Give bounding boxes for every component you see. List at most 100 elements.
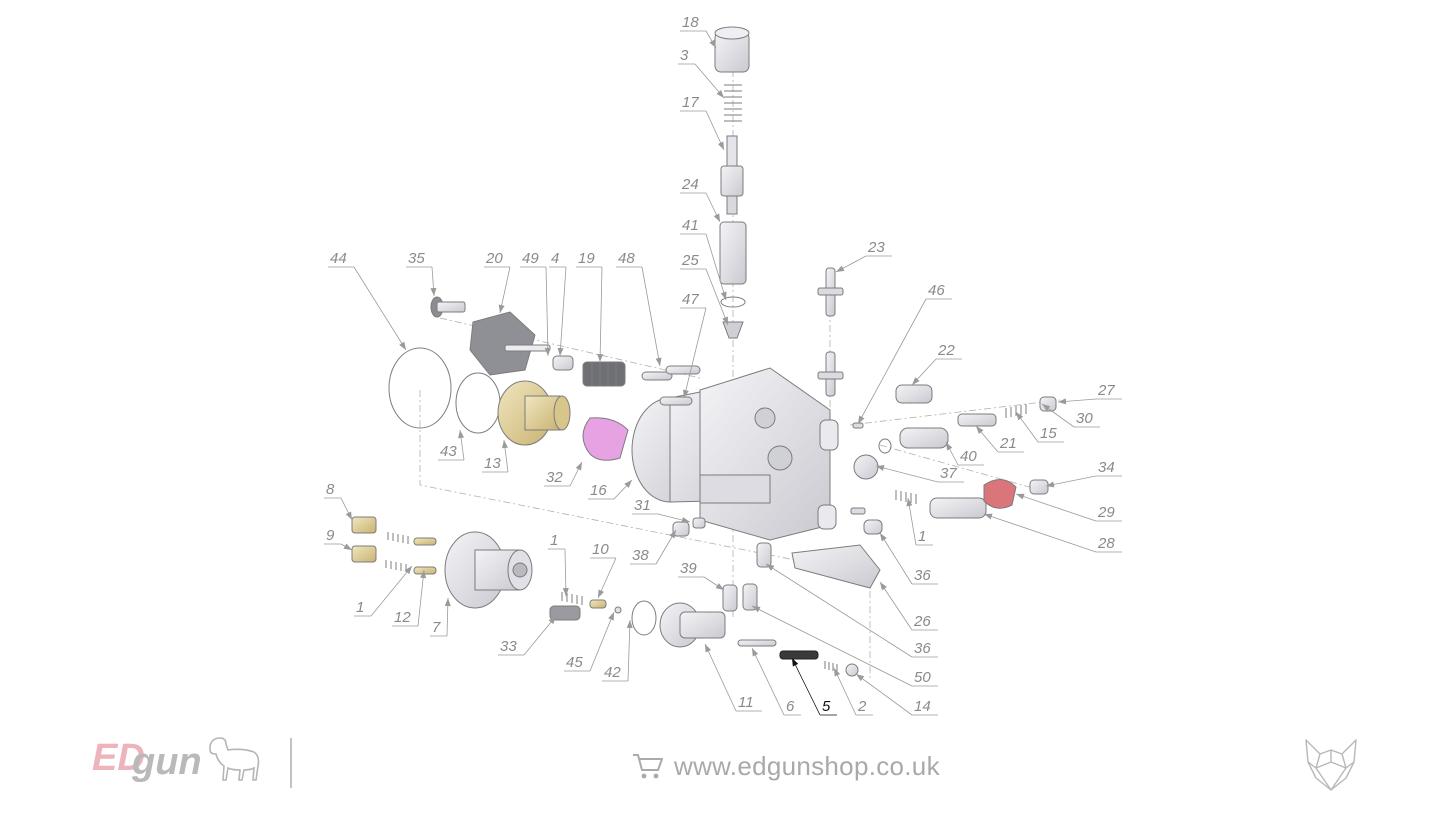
callout-label-c19: 19 bbox=[578, 250, 595, 267]
callout-label-c21: 21 bbox=[999, 435, 1017, 452]
callout-label-c8: 8 bbox=[326, 481, 335, 498]
part-42-oring bbox=[631, 600, 657, 636]
leader-arrow-c26 bbox=[880, 582, 887, 591]
callout-label-c41: 41 bbox=[682, 217, 699, 234]
part-23-valve bbox=[817, 267, 844, 397]
leader-arrow-c43 bbox=[458, 430, 465, 439]
callout-label-c38: 38 bbox=[632, 547, 649, 564]
callout-label-c10: 10 bbox=[592, 541, 609, 558]
callout-label-c9: 9 bbox=[326, 527, 335, 544]
part-33-gear bbox=[549, 605, 581, 621]
callout-label-c4: 4 bbox=[551, 250, 559, 267]
part-7-housing bbox=[444, 531, 533, 609]
callout-label-c6: 6 bbox=[786, 698, 795, 715]
part-14-nut bbox=[845, 663, 859, 677]
part-47-pin bbox=[659, 396, 693, 406]
leader-arrow-c5 bbox=[792, 658, 799, 667]
parts bbox=[351, 26, 1057, 677]
leader-line-c5 bbox=[791, 657, 837, 716]
callout-label-c35: 35 bbox=[408, 250, 425, 267]
part-36-bushing bbox=[756, 542, 772, 568]
part-17-piston bbox=[720, 135, 744, 215]
leader-arrow-c2 bbox=[834, 668, 841, 677]
leader-arrow-c25 bbox=[722, 316, 728, 325]
leader-arrow-c6 bbox=[752, 648, 759, 657]
leader-arrow-c1r bbox=[906, 498, 913, 507]
leader-arrow-c28 bbox=[984, 513, 993, 520]
leader-arrow-c4 bbox=[557, 347, 564, 356]
callout-label-c23: 23 bbox=[867, 239, 885, 256]
callout-label-c7: 7 bbox=[432, 619, 441, 636]
part-30-nut bbox=[1039, 396, 1057, 412]
part-46-pin bbox=[852, 422, 864, 429]
part-3-spring bbox=[724, 84, 742, 122]
leader-arrow-c47 bbox=[682, 389, 689, 398]
callout-label-c20: 20 bbox=[485, 250, 503, 267]
leader-line-c37 bbox=[875, 465, 964, 483]
callout-label-c44: 44 bbox=[330, 250, 347, 267]
leader-arrow-c21 bbox=[976, 426, 984, 435]
wolf-head-icon bbox=[1305, 739, 1357, 791]
part-39-bushing bbox=[722, 584, 738, 612]
part-13-brass-housing bbox=[497, 380, 571, 446]
leader-arrow-c50 bbox=[752, 606, 761, 613]
part-15-spring bbox=[1005, 404, 1027, 418]
part-45-ball bbox=[614, 606, 622, 614]
callout-label-c39: 39 bbox=[680, 560, 697, 577]
callout-label-c36b: 36 bbox=[914, 640, 931, 657]
logo-text-gun: gun bbox=[132, 741, 202, 783]
part-25-seal bbox=[722, 321, 744, 339]
part-5-pin-selected bbox=[779, 650, 819, 660]
leader-line-c41 bbox=[680, 233, 727, 301]
leader-arrow-c46 bbox=[858, 415, 865, 424]
leader-line-c27 bbox=[1057, 398, 1122, 403]
part-10-fitting bbox=[589, 599, 607, 609]
callout-label-c47: 47 bbox=[682, 291, 699, 308]
leader-line-c17 bbox=[680, 110, 725, 151]
part-43-oring bbox=[455, 372, 501, 434]
part-22-plug bbox=[895, 384, 933, 404]
callout-label-c48: 48 bbox=[618, 250, 635, 267]
leader-line-c33 bbox=[498, 615, 557, 656]
leader-arrow-c10 bbox=[598, 589, 605, 598]
leader-line-c1l bbox=[354, 565, 413, 617]
leader-line-c25 bbox=[680, 268, 729, 326]
part-19-rotor bbox=[582, 361, 626, 387]
part-48-pin bbox=[641, 371, 673, 381]
edgun-logo[interactable]: ED gun bbox=[92, 735, 262, 785]
leader-arrow-c24 bbox=[713, 213, 720, 222]
callout-label-c28: 28 bbox=[1097, 535, 1115, 552]
part-31-nut bbox=[692, 517, 706, 529]
part-16-main-body bbox=[631, 367, 839, 541]
part-40-valve bbox=[899, 427, 949, 449]
exploded-parts-diagram: 1831724412547234435204941948462227301521… bbox=[324, 14, 1122, 716]
leader-line-c14 bbox=[855, 673, 938, 716]
leader-arrow-c36a bbox=[880, 533, 887, 542]
part-34-screw bbox=[1029, 479, 1049, 495]
leader-line-c44 bbox=[328, 266, 407, 351]
part-36-pin bbox=[850, 507, 866, 515]
leader-arrow-c32 bbox=[575, 462, 582, 471]
part-11-adapter bbox=[659, 602, 726, 648]
part-36-dowel bbox=[863, 519, 883, 535]
part-44-oring bbox=[388, 347, 452, 429]
callout-label-c15: 15 bbox=[1040, 425, 1057, 442]
callout-label-c26: 26 bbox=[913, 613, 931, 630]
leader-line-c23 bbox=[835, 255, 892, 273]
leader-line-c8 bbox=[324, 497, 353, 521]
leader-arrow-c15 bbox=[1016, 412, 1024, 421]
part-50-bushing bbox=[742, 583, 758, 611]
leader-arrow-c12 bbox=[420, 570, 427, 579]
callout-label-c32: 32 bbox=[546, 469, 563, 486]
leader-arrow-c9 bbox=[343, 543, 352, 550]
part-28-valve bbox=[929, 497, 987, 519]
leader-line-c26 bbox=[879, 581, 938, 631]
callout-label-c36a: 36 bbox=[914, 567, 931, 584]
shop-link[interactable]: www.edgunshop.co.uk bbox=[632, 748, 940, 784]
part-38-nut bbox=[672, 521, 690, 537]
leader-arrow-c48 bbox=[655, 357, 662, 366]
part-9-fitting bbox=[351, 545, 437, 575]
leader-arrow-c41 bbox=[720, 291, 727, 300]
part-1-spring-mid bbox=[561, 592, 583, 605]
leader-arrow-c38 bbox=[669, 530, 676, 539]
